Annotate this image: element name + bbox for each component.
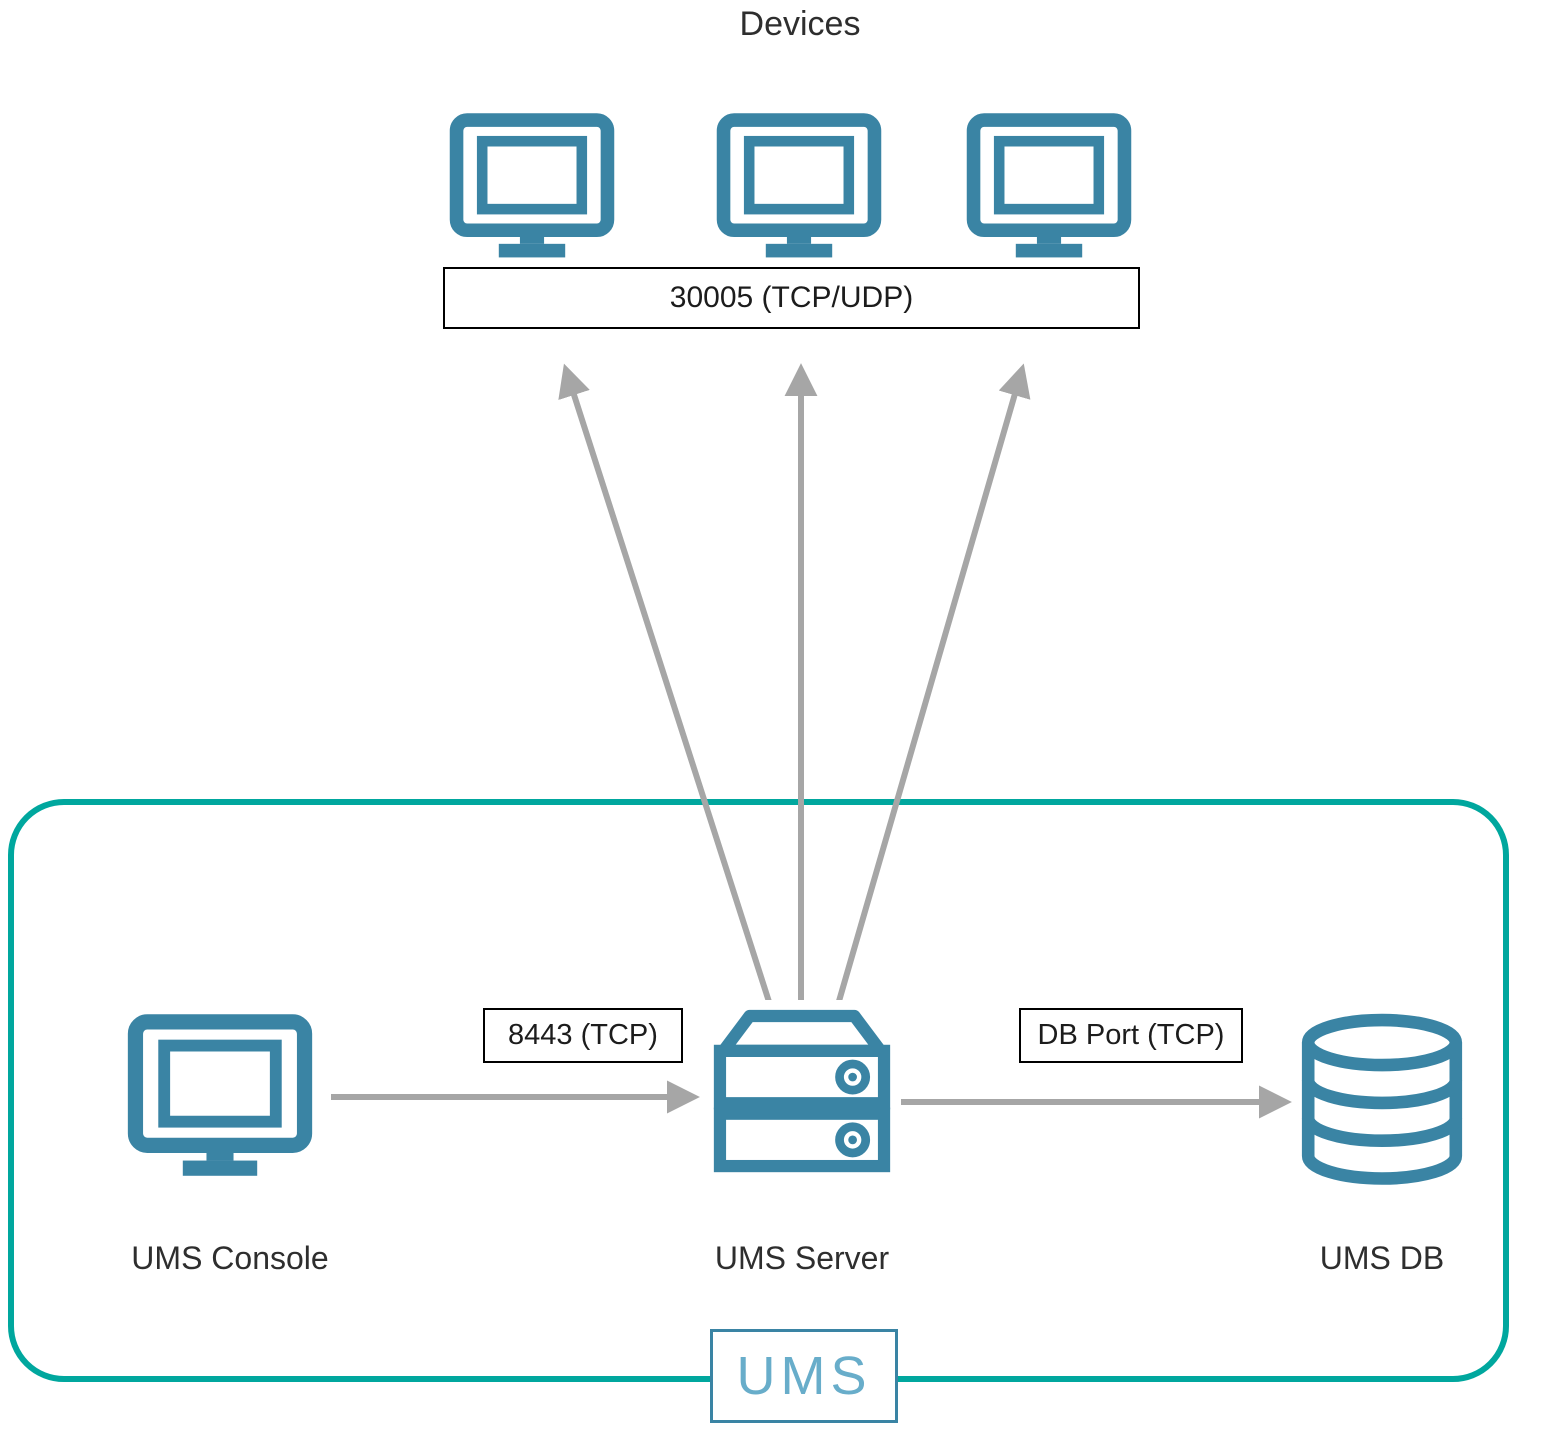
ums-logo: UMS	[710, 1329, 898, 1423]
ums-server-label: UMS Server	[714, 1240, 890, 1276]
device-monitor-icon	[449, 112, 615, 264]
ums-db-icon	[1292, 1012, 1472, 1192]
ums-server-icon	[706, 1000, 898, 1196]
ums-console-icon	[127, 1012, 313, 1184]
device-monitor-icon	[966, 112, 1132, 264]
console-server-port-label: 8443 (TCP)	[483, 1008, 683, 1063]
ums-console-label: UMS Console	[131, 1240, 329, 1276]
ums-db-label: UMS DB	[1319, 1240, 1445, 1276]
devices-port-label: 30005 (TCP/UDP)	[443, 267, 1140, 329]
server-db-port-label: DB Port (TCP)	[1019, 1008, 1243, 1063]
device-monitor-icon	[716, 112, 882, 264]
diagram-title: Devices	[739, 5, 861, 43]
